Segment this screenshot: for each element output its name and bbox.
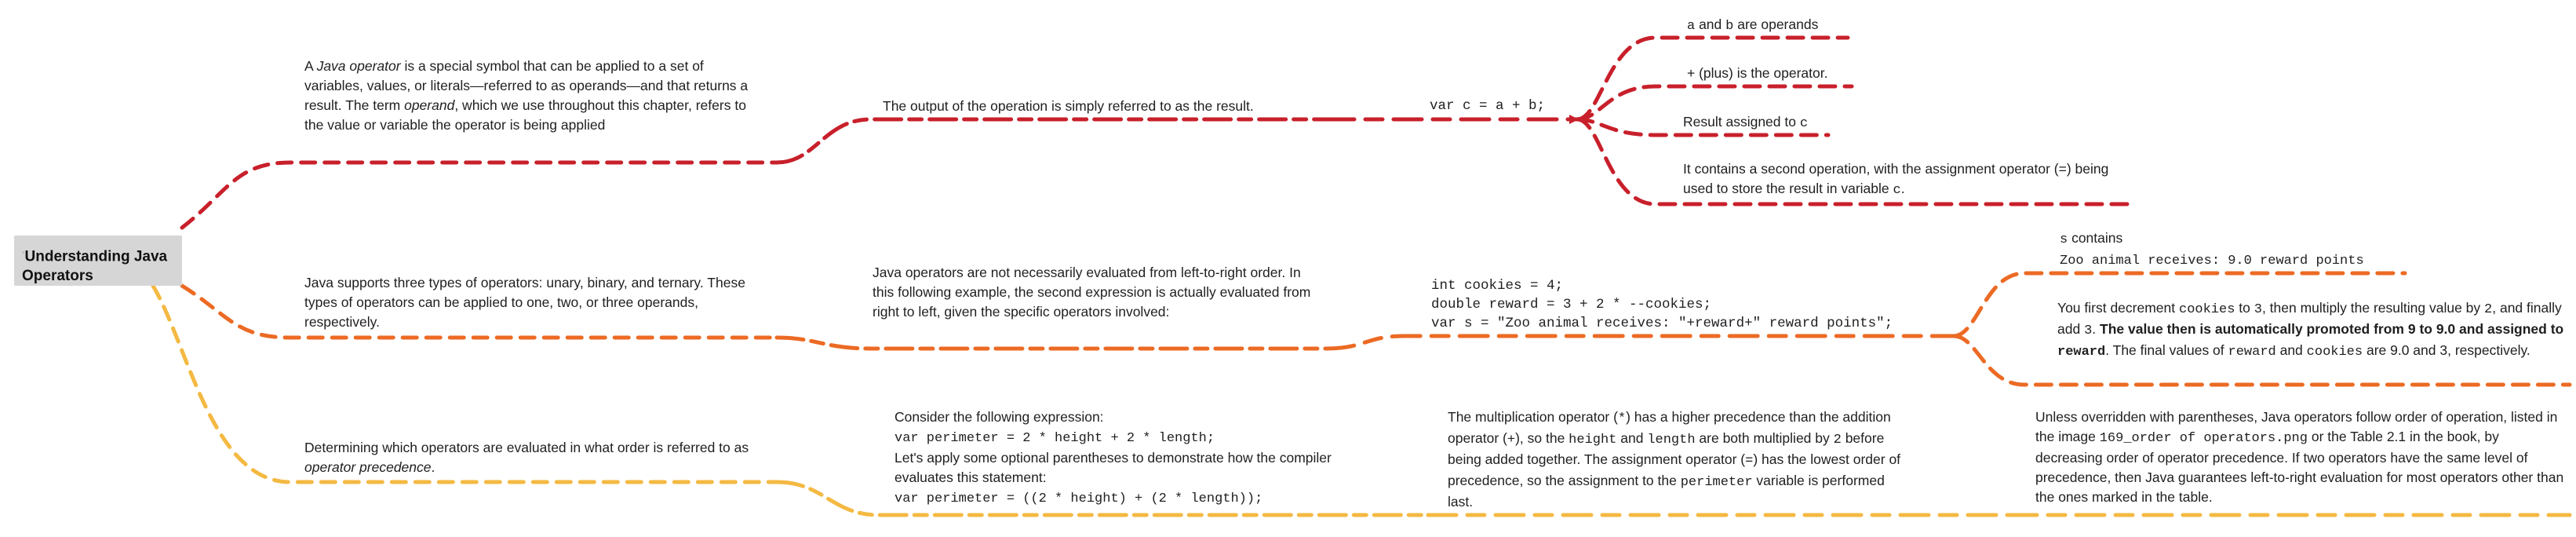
root-title-line1: Understanding Java	[24, 248, 168, 265]
mult-text-3: ), so the	[1515, 430, 1569, 446]
code-3-b: 3	[2084, 323, 2093, 338]
code-cookies-2: cookies	[2306, 345, 2363, 360]
code-height: height	[1569, 433, 1617, 448]
expl-text-6: . The final values of	[2105, 342, 2228, 358]
prec-term: operator precedence	[304, 459, 432, 475]
code-zoo-result: Zoo animal receives: 9.0 reward points	[2060, 254, 2364, 268]
mult-text-1: The multiplication operator (	[1448, 409, 1618, 425]
root-title-line2: Operators	[22, 268, 93, 285]
code-equals: =	[1745, 454, 1754, 469]
leaf-decrement-explanation[interactable]: You first decrement cookies to 3, then m…	[2057, 298, 2571, 362]
expl-text-2: to	[2235, 300, 2254, 316]
code-star: *	[1617, 411, 1627, 426]
code-a: a	[1687, 19, 1696, 34]
code-reward: reward	[2228, 345, 2276, 360]
expl-text-7: and	[2275, 342, 2307, 358]
prec-text-1: Determining which operators are evaluate…	[304, 440, 749, 455]
code-two: 2	[1833, 433, 1842, 448]
leaf-operands-text-1: and	[1695, 16, 1726, 32]
leaf-operands-text-2: are operands	[1733, 16, 1819, 32]
node-multiplication-precedence[interactable]: The multiplication operator (*) has a hi…	[1448, 407, 1911, 512]
code-3-a: 3	[2254, 302, 2262, 317]
node-operator-precedence[interactable]: Determining which operators are evaluate…	[304, 438, 775, 477]
apply-parentheses-text: Let's apply some optional parentheses to…	[894, 450, 1332, 485]
node-code-cookies-example[interactable]: int cookies = 4; double reward = 3 + 2 *…	[1431, 278, 1893, 331]
mult-text-5: are both multiplied by	[1695, 430, 1834, 446]
expl-text-4: , and finally add	[2057, 300, 2562, 337]
root-node[interactable]: •Understanding Java Operators	[14, 236, 182, 286]
code-plus: +	[1507, 433, 1516, 448]
leaf-plus-operator[interactable]: + (plus) is the operator.	[1687, 65, 1828, 81]
leaf-second-op-text-2: .	[1900, 181, 1905, 196]
orange-branch-lines	[180, 271, 2572, 387]
consider-text: Consider the following expression:	[894, 409, 1104, 425]
def-text-2: is a special symbol that can be applied …	[304, 58, 749, 113]
leaf-s-contains-text: contains	[2068, 230, 2123, 246]
code-perimeter-2: var perimeter = ((2 * height) + (2 * len…	[894, 491, 1263, 506]
code-c: c	[1799, 116, 1809, 131]
node-evaluation-order[interactable]: Java operators are not necessarily evalu…	[873, 265, 1311, 320]
unless-text-2: or the Table 2.1 in the book, by decreas…	[2035, 429, 2564, 505]
node-order-of-operation[interactable]: Unless overridden with parentheses, Java…	[2035, 407, 2569, 507]
root-marker-icon: •	[22, 249, 25, 258]
mult-text-4: and	[1616, 430, 1648, 446]
node-perimeter-example[interactable]: Consider the following expression: var p…	[894, 407, 1334, 509]
node-operator-types[interactable]: Java supports three types of operators: …	[304, 275, 745, 330]
leaf-result-assigned[interactable]: Result assigned to c	[1683, 112, 1856, 133]
expl-bold-promotion: The value then is automatically promoted…	[2100, 321, 2564, 337]
code-2: 2	[2484, 302, 2493, 317]
mult-text-7: ) has the lowest order of precedence, so…	[1448, 451, 1901, 488]
expl-text-8: are 9.0 and 3, respectively.	[2363, 342, 2530, 358]
unless-text-1: Unless overridden with parentheses, Java…	[2035, 409, 2558, 444]
leaf-operands[interactable]: a and b are operands	[1687, 15, 1867, 36]
code-perimeter-var: perimeter	[1680, 475, 1753, 490]
yellow-branch-lines	[151, 283, 2572, 517]
code-cookies-1: cookies	[2179, 302, 2235, 317]
prec-text-2: .	[431, 459, 435, 475]
def-text-3: , which we use throughout this chapter, …	[304, 97, 746, 133]
node-code-c-equals-a-plus-b[interactable]: var c = a + b;	[1430, 98, 1546, 114]
code-c-var: c	[1893, 183, 1901, 198]
node-java-operator-definition[interactable]: A Java operator is a special symbol that…	[304, 57, 760, 135]
def-term-operand: operand	[404, 97, 455, 113]
code-s: s	[2060, 232, 2068, 247]
code-image-filename: 169_order of operators.png	[2099, 431, 2308, 446]
expl-text-3: , then multiply the resulting value by	[2261, 300, 2485, 316]
expl-text-1: You first decrement	[2057, 300, 2179, 316]
expl-text-5: .	[2092, 321, 2100, 337]
code-reward-bold: reward	[2057, 345, 2106, 360]
code-b: b	[1725, 19, 1734, 34]
code-perimeter-1: var perimeter = 2 * height + 2 * length;	[894, 431, 1215, 446]
leaf-s-contains[interactable]: s contains Zoo animal receives: 9.0 rewa…	[2060, 228, 2428, 271]
mult-text-8: variable is performed last.	[1448, 473, 1885, 510]
node-result[interactable]: The output of the operation is simply re…	[883, 98, 1254, 114]
mult-text-2: ) has a higher precedence than the addit…	[1448, 409, 1891, 446]
def-term-java-operator: Java operator	[316, 58, 401, 74]
leaf-assigned-text: Result assigned to	[1683, 114, 1800, 130]
def-text-1: A	[304, 58, 317, 74]
leaf-second-op-text-1: It contains a second operation, with the…	[1683, 161, 2109, 196]
leaf-second-operation[interactable]: It contains a second operation, with the…	[1683, 159, 2138, 200]
mult-text-6: before being added together. The assignm…	[1448, 430, 1885, 467]
code-length: length	[1647, 433, 1696, 448]
red-branch-lines	[180, 35, 2133, 230]
